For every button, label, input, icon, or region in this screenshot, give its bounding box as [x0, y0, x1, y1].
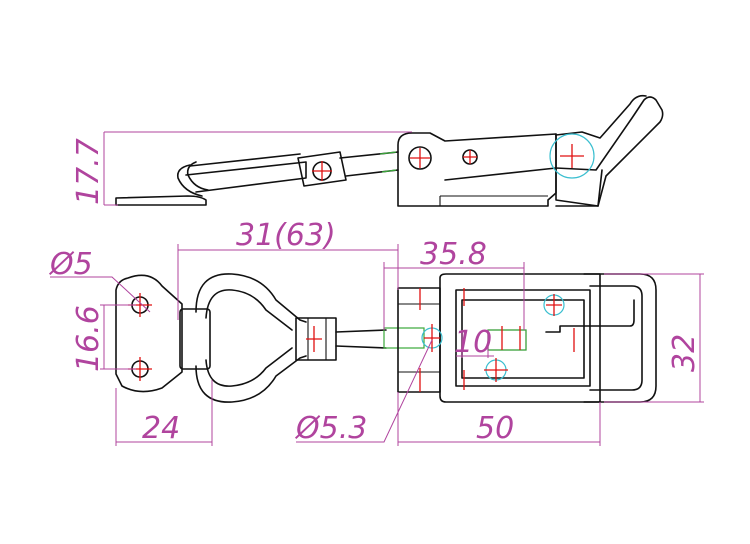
label-overall-length: 31(63): [236, 218, 336, 253]
dim-hook-width-lines: [115, 380, 213, 446]
dim-base-length-lines: [397, 392, 601, 446]
centerlines: [128, 144, 584, 392]
top-hook-plate: [115, 274, 183, 393]
top-lever-loop: [583, 273, 657, 403]
centerline-set: [128, 144, 584, 392]
label-base-length: 50: [476, 411, 514, 446]
label-side-height: 17.7: [71, 138, 106, 205]
dim-mount-hole-leader: [296, 339, 433, 443]
top-rod: [335, 329, 387, 349]
top-rod-highlight: [383, 327, 425, 349]
label-overall-width: 32: [667, 334, 702, 372]
top-wire-loop-inner: [205, 289, 293, 387]
side-main-pivot: [408, 146, 432, 170]
side-lever-pivot-ring: [549, 133, 595, 179]
side-view: [115, 94, 664, 207]
dim-overall-length-lines: [177, 244, 399, 320]
top-view: [115, 273, 657, 403]
label-mount-hole-diameter: Ø5.3: [294, 411, 367, 446]
top-lever-hook: [545, 299, 635, 333]
side-link-block: [297, 151, 347, 187]
side-pull-rod: [185, 153, 307, 193]
dimension-lines: [50, 131, 704, 446]
side-base-body: [397, 132, 557, 207]
top-hook-roller: [179, 308, 211, 370]
top-clevis: [295, 317, 337, 361]
label-inner-width: 10: [454, 325, 492, 360]
top-lever-loop-inner: [589, 285, 643, 391]
dim-overall-width-lines: [604, 273, 704, 403]
dim-hole-spacing-lines: [100, 304, 136, 370]
label-hook-width: 24: [142, 411, 180, 446]
dim-inner-width-lines: [456, 330, 494, 358]
dim-hole-left-leader: [50, 276, 151, 313]
dim-pitch-lines: [383, 262, 525, 330]
label-hole-spacing: 16.6: [71, 305, 106, 372]
side-threaded-rod: [339, 151, 399, 177]
dimension-labels: 17.7 31(63) Ø5 35.8 16.6 10 32 24 Ø5.3 5…: [48, 138, 702, 446]
label-hole-diameter-left: Ø5: [48, 247, 93, 282]
top-wire-loop: [195, 273, 307, 403]
side-lever: [444, 94, 664, 207]
side-rod-highlight: [379, 151, 397, 173]
label-pitch-length: 35.8: [420, 237, 487, 272]
side-hook-plate: [115, 195, 207, 206]
dim-side-height-lines: [103, 131, 412, 206]
side-lever-body: [555, 133, 603, 207]
